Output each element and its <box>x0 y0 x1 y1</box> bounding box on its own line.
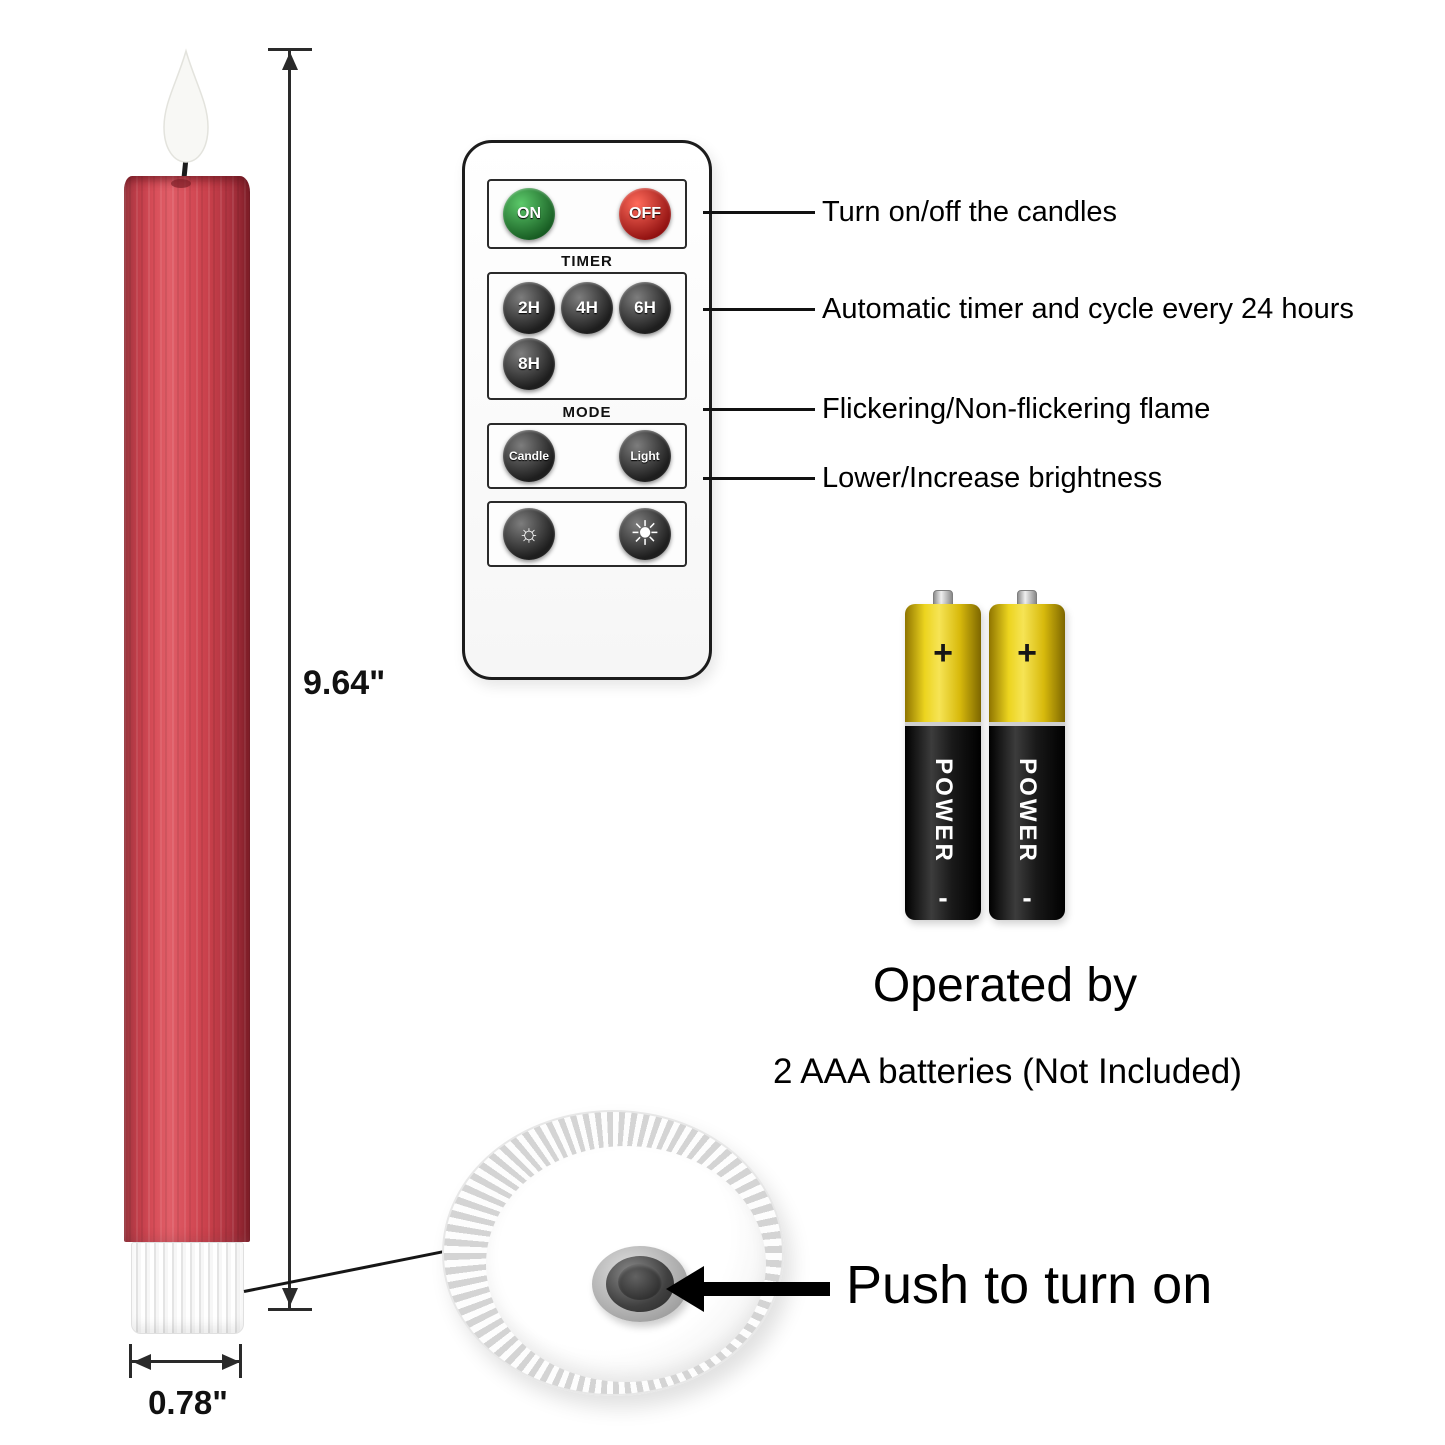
height-dimension-cap-top <box>268 48 312 51</box>
battery-brand-label: POWER <box>930 758 957 865</box>
remote-mode-candle-button: Candle <box>503 430 555 482</box>
battery-minus-label: - <box>938 882 948 913</box>
candle-flame-icon <box>163 48 209 189</box>
width-dimension-cap-right <box>239 1344 242 1378</box>
remote-on-button: ON <box>503 188 555 240</box>
height-dimension-line <box>288 50 291 1310</box>
battery-plus-label: + <box>1017 634 1037 672</box>
operated-by-text: Operated by <box>872 959 1138 1012</box>
callout-line-onoff <box>703 211 815 214</box>
remote-onoff-group: ON OFF <box>487 179 687 249</box>
battery-bottom: POWER - <box>989 726 1065 920</box>
push-arrow-shaft <box>702 1282 830 1296</box>
battery-top: + <box>989 604 1065 722</box>
brightness-up-button: ☀ <box>619 508 671 560</box>
callout-label-mode: Flickering/Non-flickering flame <box>822 393 1211 425</box>
width-dimension-cap-left <box>129 1344 132 1378</box>
brightness-down-button: ☼ <box>503 508 555 560</box>
remote-timer-4h-button: 4H <box>561 282 613 334</box>
battery-plus-label: + <box>933 634 953 672</box>
remote-timer-8h-button: 8H <box>503 338 555 390</box>
height-dimension-cap-bottom <box>268 1308 312 1311</box>
callout-line-timer <box>703 308 815 311</box>
remote-timer-group: 2H 4H 6H 8H <box>487 272 687 400</box>
sun-bright-icon: ☀ <box>629 515 661 553</box>
width-dimension-arrow-right <box>222 1354 240 1370</box>
candle-white-base <box>131 1242 244 1334</box>
remote-mode-light-button: Light <box>619 430 671 482</box>
battery-body: + POWER - <box>905 604 981 920</box>
width-dimension-line <box>131 1360 241 1363</box>
sun-dim-icon: ☼ <box>518 520 540 547</box>
remote-timer-section-label: TIMER <box>561 253 613 270</box>
battery-band <box>905 722 981 726</box>
batteries-note-text: 2 AAA batteries (Not Included) <box>773 1052 1242 1091</box>
battery-top: + <box>905 604 981 722</box>
remote-mode-group: Candle Light <box>487 423 687 489</box>
remote-timer-2h-button: 2H <box>503 282 555 334</box>
remote-brightness-group: ☼ ☀ <box>487 501 687 567</box>
remote-mode-section-label: MODE <box>562 404 612 421</box>
callout-label-brightness: Lower/Increase brightness <box>822 462 1163 494</box>
width-dimension-label: 0.78" <box>148 1384 228 1421</box>
height-dimension-arrow-up <box>282 52 298 70</box>
candle-body <box>124 176 250 1242</box>
battery-body: + POWER - <box>989 604 1065 920</box>
power-button-top <box>618 1264 662 1300</box>
aaa-battery-1: + POWER - <box>905 590 981 920</box>
push-arrow-head-icon <box>666 1266 704 1312</box>
remote-timer-6h-button: 6H <box>619 282 671 334</box>
width-dimension-arrow-left <box>133 1354 151 1370</box>
battery-band <box>989 722 1065 726</box>
callout-label-timer: Automatic timer and cycle every 24 hours <box>822 293 1354 325</box>
aaa-battery-2: + POWER - <box>989 590 1065 920</box>
height-dimension-label: 9.64" <box>303 664 386 702</box>
push-to-turn-on-label: Push to turn on <box>846 1255 1213 1315</box>
battery-minus-label: - <box>1022 882 1032 913</box>
remote-off-button: OFF <box>619 188 671 240</box>
battery-brand-label: POWER <box>1014 758 1041 865</box>
callout-line-brightness <box>703 477 815 480</box>
battery-bottom: POWER - <box>905 726 981 920</box>
remote-control: ON OFF TIMER 2H 4H 6H 8H MODE Candle Lig… <box>462 140 712 680</box>
height-dimension-arrow-down <box>282 1288 298 1306</box>
callout-line-mode <box>703 408 815 411</box>
callout-label-onoff: Turn on/off the candles <box>822 196 1118 228</box>
